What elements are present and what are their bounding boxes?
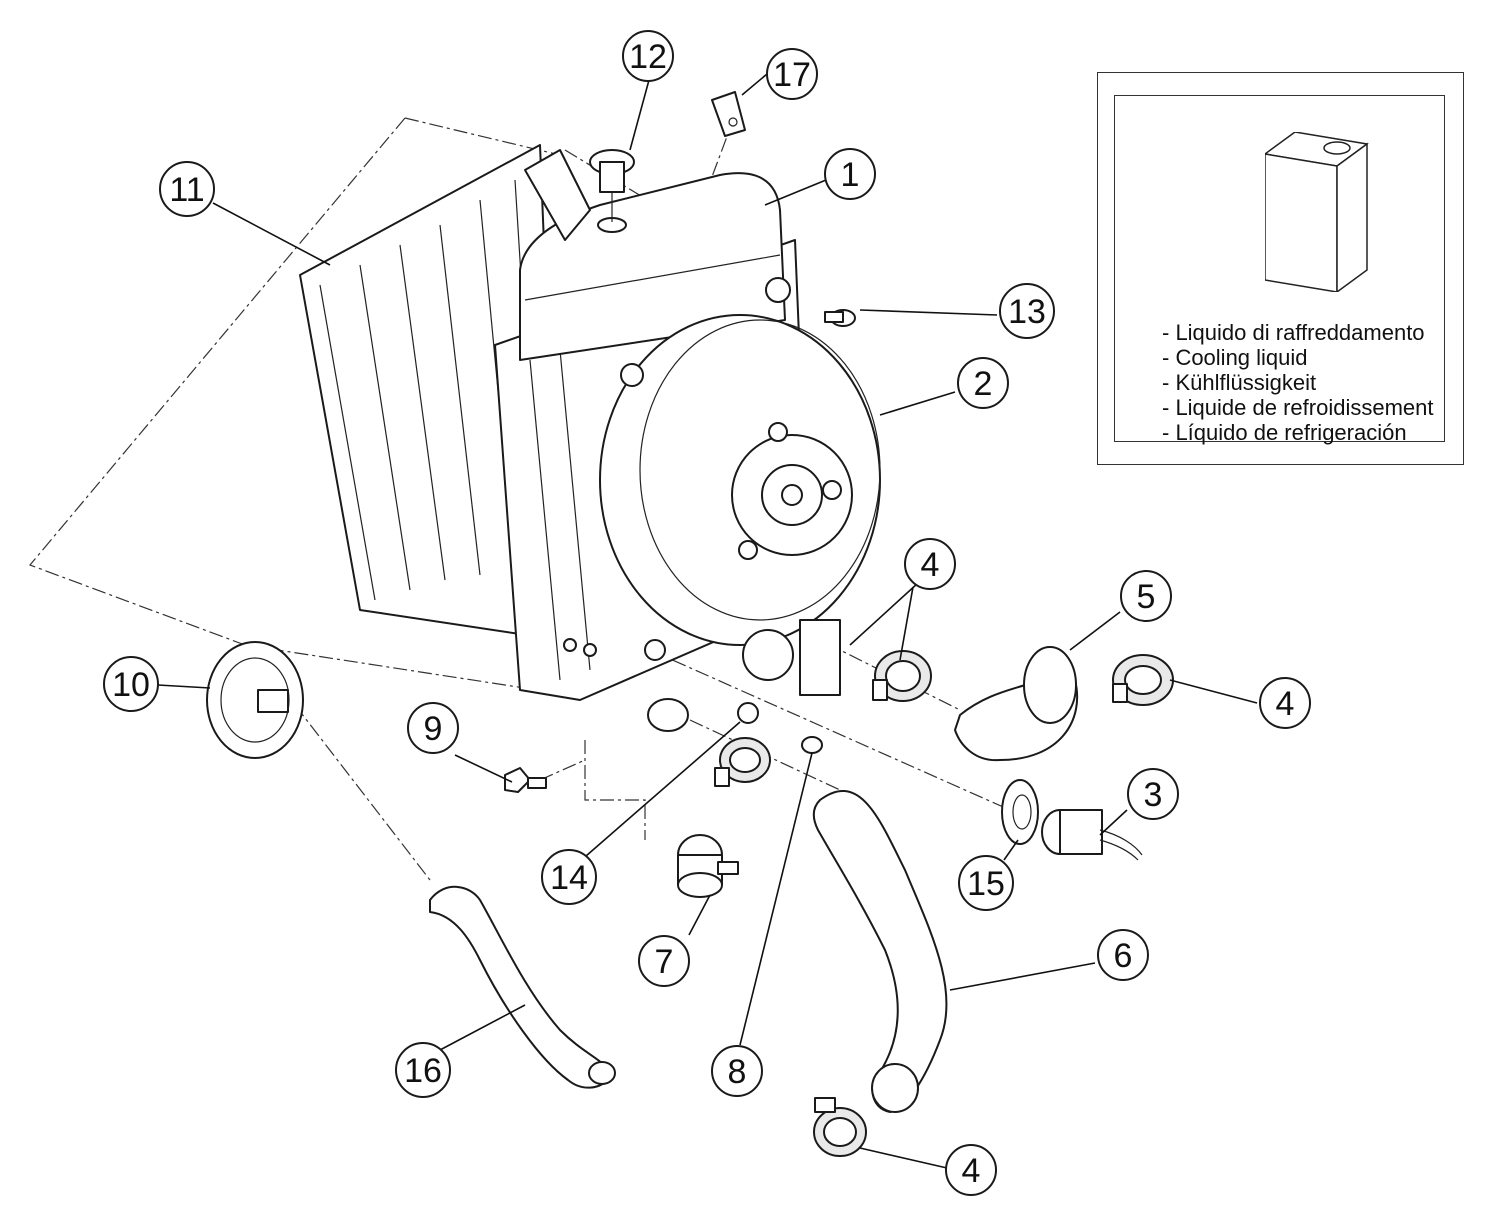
callout-4-bottom: 4: [945, 1144, 997, 1196]
washer: [737, 702, 759, 724]
fixing-screw: [801, 736, 823, 754]
filler-cap: [589, 149, 635, 233]
legend-panel: - Liquido di raffreddamento - Cooling li…: [1097, 72, 1464, 465]
svg-text:1: 1: [841, 156, 860, 194]
legend-inner-frame: - Liquido di raffreddamento - Cooling li…: [1114, 95, 1445, 445]
hose-clamp-right: [1112, 654, 1174, 706]
legend-line-german: - Kühlflüssigkeit: [1162, 370, 1317, 395]
svg-text:12: 12: [629, 38, 667, 76]
svg-text:4: 4: [962, 1152, 981, 1190]
svg-text:13: 13: [1008, 293, 1046, 331]
hose-clip: [711, 91, 746, 137]
svg-text:15: 15: [967, 865, 1005, 903]
hose-clamp-upper: [872, 650, 932, 702]
legend-line-italian: - Liquido di raffreddamento: [1162, 320, 1425, 345]
svg-text:3: 3: [1144, 776, 1163, 814]
svg-text:5: 5: [1137, 578, 1156, 616]
callout-2: 2: [957, 357, 1009, 409]
callout-3: 3: [1127, 768, 1179, 820]
svg-text:17: 17: [773, 56, 811, 94]
svg-text:4: 4: [921, 546, 940, 584]
bypass-hose: [429, 885, 616, 1089]
callout-14: 14: [541, 849, 597, 905]
svg-text:11: 11: [169, 171, 204, 209]
mounting-screw: [824, 309, 856, 327]
leader-lines: [157, 73, 1258, 1169]
thermal-switch: [1041, 809, 1143, 861]
svg-text:16: 16: [404, 1052, 442, 1090]
callout-4-right: 4: [1259, 677, 1311, 729]
legend-line-spanish: - Líquido de refrigeración: [1162, 420, 1407, 445]
svg-text:4: 4: [1276, 685, 1295, 723]
svg-text:2: 2: [974, 365, 993, 403]
svg-text:6: 6: [1114, 937, 1133, 975]
radiator-outlet: [647, 619, 841, 732]
callout-4-top: 4: [904, 538, 956, 590]
svg-text:10: 10: [112, 666, 150, 704]
callout-17: 17: [766, 48, 818, 100]
drain-bolt: [504, 767, 547, 793]
lower-hose: [812, 790, 948, 1113]
callout-10: 10: [103, 656, 159, 712]
radiator-cap: [206, 641, 304, 759]
svg-text:7: 7: [655, 943, 674, 981]
callout-12: 12: [622, 30, 674, 82]
hose-clamp-middle: [714, 737, 771, 787]
callout-16: 16: [395, 1042, 451, 1098]
callout-1: 1: [824, 148, 876, 200]
rubber-mount: [677, 834, 739, 898]
callout-11: 11: [159, 161, 215, 217]
callout-13: 13: [999, 283, 1055, 339]
cooling-fan: [599, 314, 881, 646]
svg-text:8: 8: [728, 1053, 747, 1091]
coolant-container-icon: [1265, 132, 1369, 292]
expansion-tank: [519, 172, 786, 361]
retaining-ring: [1001, 779, 1039, 845]
callout-15: 15: [958, 855, 1014, 911]
callout-6: 6: [1097, 929, 1149, 981]
hose-clamp-lower: [813, 1097, 867, 1157]
svg-text:14: 14: [550, 859, 588, 897]
svg-text:9: 9: [424, 710, 443, 748]
legend-line-french: - Liquide de refroidissement: [1162, 395, 1434, 420]
callout-5: 5: [1120, 570, 1172, 622]
radiator-bolts: [563, 277, 791, 661]
callout-7: 7: [638, 935, 690, 987]
elbow-hose: [954, 646, 1079, 762]
legend-text-list: - Liquido di raffreddamento - Cooling li…: [1162, 320, 1433, 445]
callout-9: 9: [407, 702, 459, 754]
callout-bubbles: 12 17 1 11 13 2 4 5 4 10 9 3 14 15 7 6 1…: [103, 30, 1311, 1196]
legend-line-english: - Cooling liquid: [1162, 345, 1308, 370]
callout-8: 8: [711, 1045, 763, 1097]
radiator-shroud: [299, 144, 561, 641]
filler-neck: [524, 149, 591, 241]
